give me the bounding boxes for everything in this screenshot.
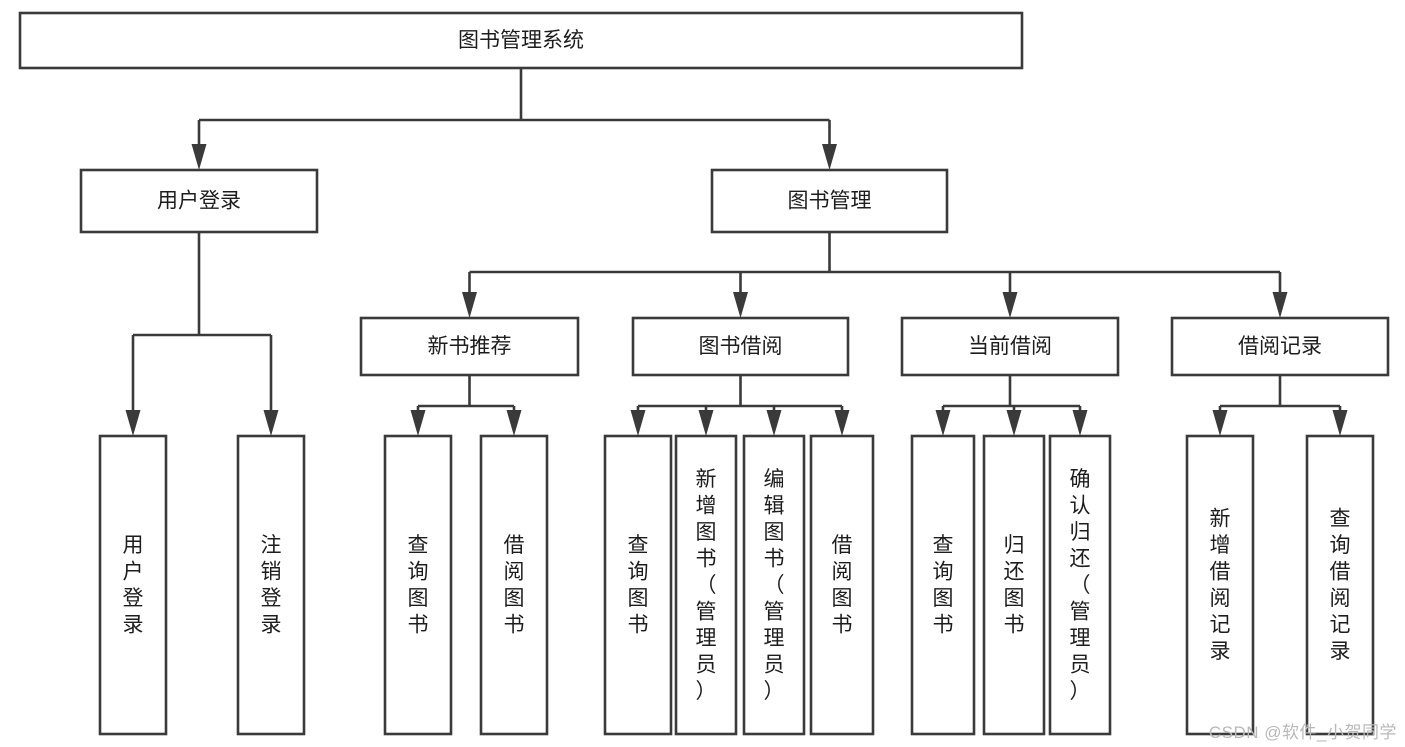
- node-label: 查询借阅记录: [1330, 508, 1351, 664]
- node-label: 图书管理系统: [458, 29, 584, 52]
- node-root[interactable]: 图书管理系统: [18, 11, 1024, 70]
- arrow-head-icon: [125, 410, 141, 436]
- arrow-head-icon: [698, 410, 714, 436]
- node-f-query-book-1[interactable]: 查询图书: [383, 434, 453, 736]
- arrow-head-icon: [1212, 410, 1228, 436]
- node-user-login[interactable]: 用户登录: [79, 168, 319, 234]
- arrow-head-icon: [1332, 410, 1348, 436]
- node-box: [1048, 434, 1112, 736]
- arrow-head-icon: [935, 410, 951, 436]
- node-box: [98, 434, 168, 736]
- node-box: [603, 434, 673, 736]
- node-f-return-book[interactable]: 归还图书: [982, 434, 1046, 736]
- node-f-query-book-3[interactable]: 查询图书: [910, 434, 976, 736]
- node-borrow-record[interactable]: 借阅记录: [1170, 316, 1390, 377]
- arrow-head-icon: [630, 410, 646, 436]
- arrow-head-icon: [1272, 292, 1288, 318]
- node-box: [710, 168, 949, 234]
- node-box: [1185, 434, 1255, 736]
- node-label: 新书推荐: [428, 335, 512, 358]
- node-label: 查询图书: [628, 534, 649, 637]
- node-label: 图书借阅: [699, 335, 783, 358]
- node-label: 借阅图书: [832, 534, 853, 637]
- node-new-book-rec[interactable]: 新书推荐: [359, 316, 580, 377]
- node-box: [910, 434, 976, 736]
- node-box: [631, 316, 850, 377]
- node-box: [79, 168, 319, 234]
- node-f-query-record[interactable]: 查询借阅记录: [1305, 434, 1375, 736]
- arrow-head-icon: [766, 410, 782, 436]
- arrow-head-icon: [834, 410, 850, 436]
- connector-layer: [125, 68, 1348, 436]
- node-box: [383, 434, 453, 736]
- node-f-add-record[interactable]: 新增借阅记录: [1185, 434, 1255, 736]
- arrow-head-icon: [462, 292, 477, 318]
- node-box: [359, 316, 580, 377]
- node-f-user-login[interactable]: 用户登录: [98, 434, 168, 736]
- arrow-head-icon: [263, 410, 279, 436]
- arrow-head-icon: [410, 410, 426, 436]
- node-box: [809, 434, 875, 736]
- node-box: [900, 316, 1120, 377]
- node-f-query-book-2[interactable]: 查询图书: [603, 434, 673, 736]
- arrow-head-icon: [733, 292, 748, 318]
- arrow-head-icon: [1006, 410, 1022, 436]
- node-label: 查询图书: [408, 534, 429, 637]
- node-label: 归还图书: [1004, 534, 1025, 637]
- node-label: 当前借阅: [968, 335, 1052, 358]
- node-box: [982, 434, 1046, 736]
- node-f-borrow-book-2[interactable]: 借阅图书: [809, 434, 875, 736]
- node-box: [236, 434, 306, 736]
- node-box: [479, 434, 549, 736]
- node-layer: 图书管理系统用户登录图书管理新书推荐图书借阅当前借阅借阅记录用户登录注销登录查询…: [18, 11, 1390, 736]
- arrow-head-icon: [191, 144, 207, 170]
- node-label: 查询图书: [933, 534, 954, 637]
- node-f-borrow-book-1[interactable]: 借阅图书: [479, 434, 549, 736]
- node-book-manage[interactable]: 图书管理: [710, 168, 949, 234]
- node-label: 借阅记录: [1238, 335, 1322, 358]
- node-label: 借阅图书: [504, 534, 525, 637]
- node-label: 新增图书（管理员）: [696, 468, 717, 703]
- arrow-head-icon: [506, 410, 522, 436]
- node-label: 图书管理: [788, 190, 872, 213]
- node-box: [742, 434, 806, 736]
- node-box: [18, 11, 1024, 70]
- node-f-edit-book[interactable]: 编辑图书（管理员）: [742, 434, 806, 736]
- node-label: 编辑图书（管理员）: [764, 468, 785, 703]
- node-label: 用户登录: [123, 534, 144, 637]
- node-label: 注销登录: [261, 534, 282, 637]
- node-f-add-book[interactable]: 新增图书（管理员）: [674, 434, 738, 736]
- node-current-borrow[interactable]: 当前借阅: [900, 316, 1120, 377]
- node-label: 确认归还（管理员）: [1070, 468, 1091, 703]
- node-label: 用户登录: [157, 190, 241, 213]
- node-label: 新增借阅记录: [1210, 508, 1231, 664]
- node-f-logout[interactable]: 注销登录: [236, 434, 306, 736]
- node-book-borrow[interactable]: 图书借阅: [631, 316, 850, 377]
- node-box: [1305, 434, 1375, 736]
- arrow-head-icon: [1002, 292, 1018, 318]
- arrow-head-icon: [1072, 410, 1088, 436]
- arrow-head-icon: [822, 144, 837, 170]
- node-box: [674, 434, 738, 736]
- node-box: [1170, 316, 1390, 377]
- node-f-confirm-return[interactable]: 确认归还（管理员）: [1048, 434, 1112, 736]
